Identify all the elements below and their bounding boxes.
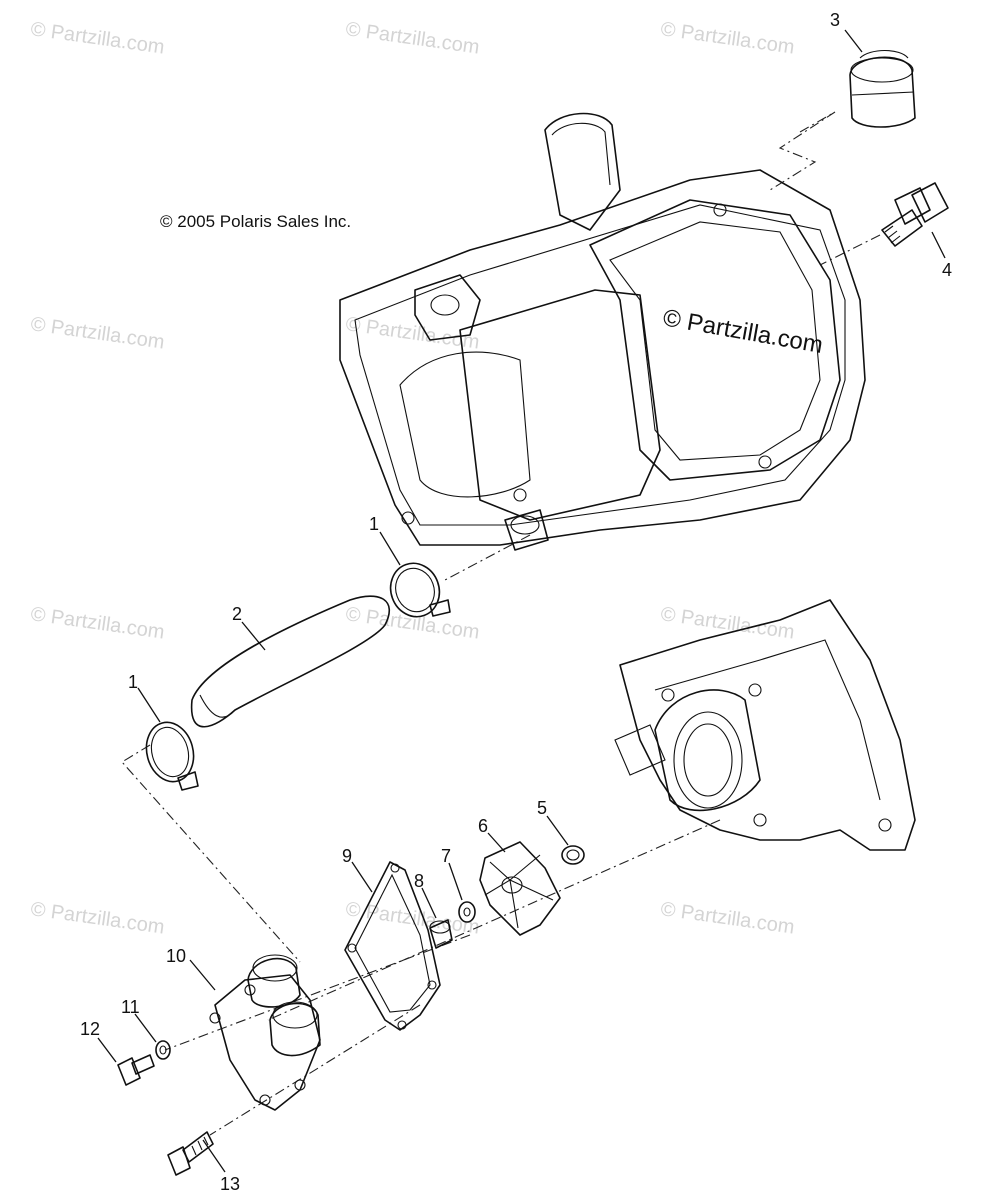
callout-2: 2 bbox=[232, 604, 242, 624]
hose-clamp-upper-part bbox=[389, 562, 451, 618]
callout-11: 11 bbox=[121, 997, 140, 1017]
gasket-part bbox=[344, 861, 441, 1031]
watermark-main: © Partzilla.com bbox=[661, 304, 825, 359]
impeller-part bbox=[479, 841, 561, 936]
callout-4: 4 bbox=[942, 260, 952, 280]
bolt-long-part bbox=[167, 1131, 214, 1176]
watermark: © Partzilla.com bbox=[659, 603, 796, 644]
copyright-notice: © 2005 Polaris Sales Inc. bbox=[160, 212, 352, 231]
washer-part bbox=[458, 901, 476, 923]
watermark: © Partzilla.com bbox=[29, 898, 166, 939]
watermark: © Partzilla.com bbox=[29, 18, 166, 59]
watermark: © Partzilla.com bbox=[344, 603, 481, 644]
seal-part bbox=[561, 845, 585, 865]
callout-leaders bbox=[97, 29, 946, 1173]
coolant-hose-part bbox=[190, 595, 391, 728]
callout-10: 10 bbox=[166, 946, 186, 966]
callout-12: 12 bbox=[80, 1019, 100, 1039]
small-washer-part bbox=[155, 1040, 171, 1060]
watermark: © Partzilla.com bbox=[29, 313, 166, 354]
callout-3: 3 bbox=[830, 10, 840, 30]
watermark: © Partzilla.com bbox=[659, 898, 796, 939]
callout-1-upper: 1 bbox=[369, 514, 379, 534]
temperature-sensor-part bbox=[881, 182, 949, 247]
watermark: © Partzilla.com bbox=[29, 603, 166, 644]
callout-1-lower: 1 bbox=[128, 672, 138, 692]
hose-clamp-lower-part bbox=[145, 721, 199, 791]
water-pump-cover-part bbox=[209, 954, 321, 1111]
assembly-centerlines bbox=[121, 111, 881, 1136]
callout-labels: 3 4 1 2 1 5 6 7 8 9 10 11 12 13 bbox=[80, 10, 952, 1194]
thermostat-part bbox=[849, 49, 916, 128]
plug-part bbox=[429, 919, 453, 949]
bolt-short-part bbox=[117, 1054, 155, 1086]
callout-6: 6 bbox=[478, 816, 488, 836]
callout-5: 5 bbox=[537, 798, 547, 818]
watermark: © Partzilla.com bbox=[344, 18, 481, 59]
callout-7: 7 bbox=[441, 846, 451, 866]
crankcase-assembly bbox=[614, 599, 916, 851]
watermark: © Partzilla.com bbox=[659, 18, 796, 59]
callout-8: 8 bbox=[414, 871, 424, 891]
callout-13: 13 bbox=[220, 1174, 240, 1194]
cylinder-head-assembly bbox=[339, 112, 866, 551]
callout-9: 9 bbox=[342, 846, 352, 866]
